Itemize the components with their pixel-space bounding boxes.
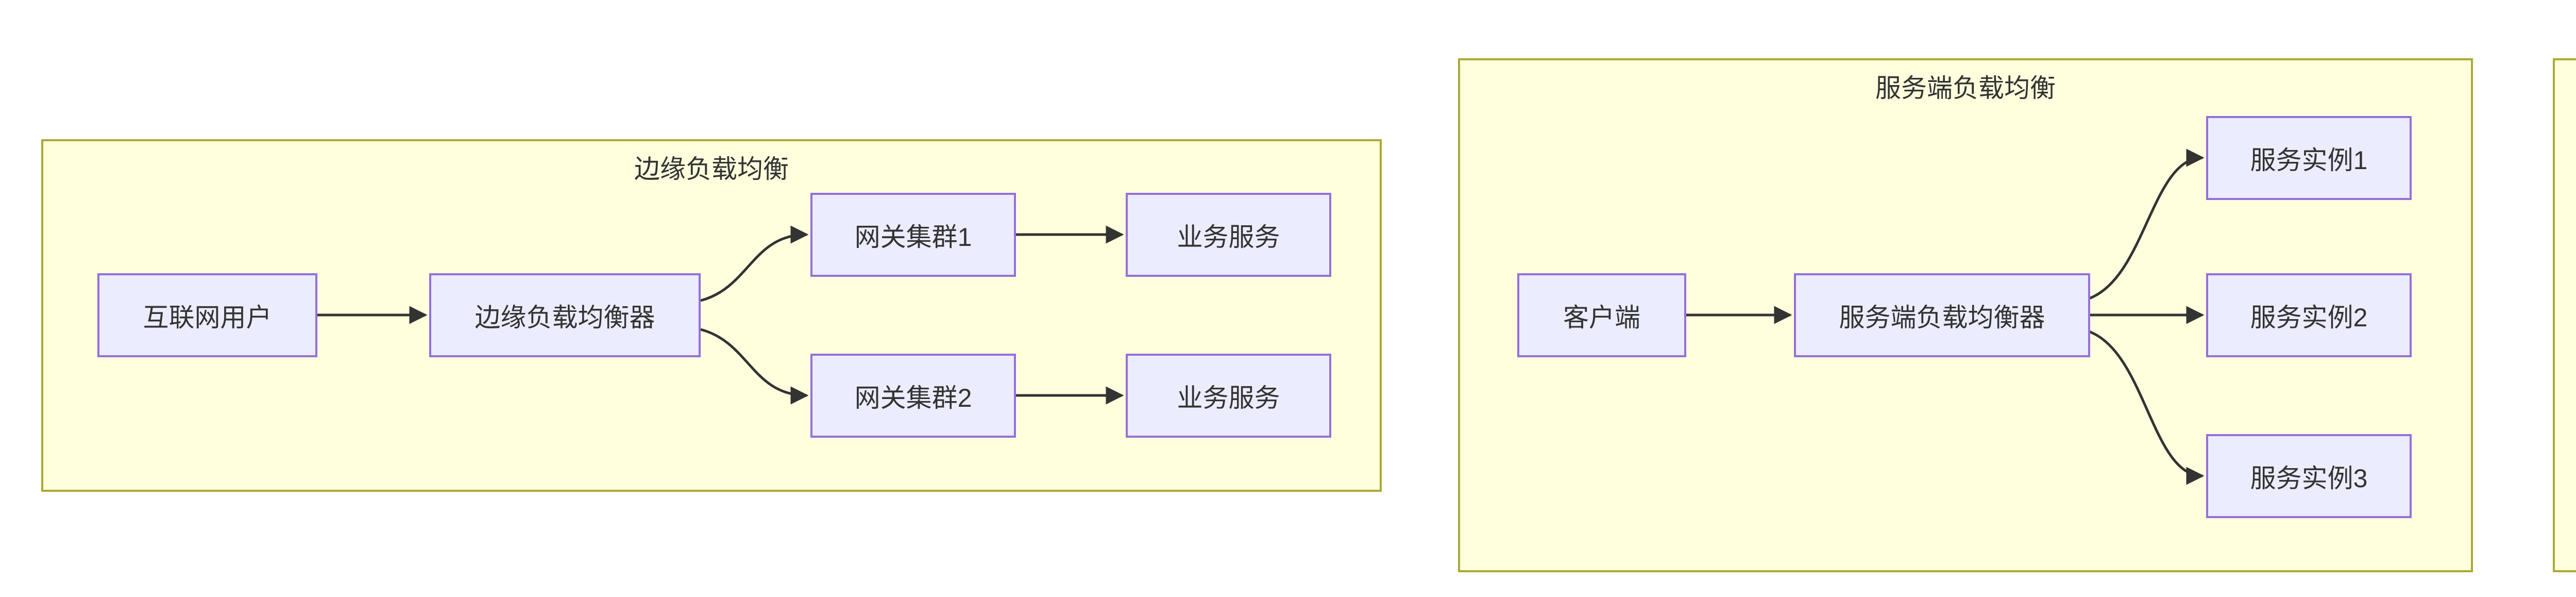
panel-client-side-load-balancing: 客户端负载均衡 (2553, 58, 2576, 572)
panel-title-server-side-load-balancing: 服务端负载均衡 (1875, 74, 2056, 103)
node-business-service-bottom: 业务服务 (1126, 354, 1331, 438)
node-gateway-cluster-2: 网关集群2 (810, 354, 1016, 438)
panel-title-client-side-load-balancing: 客户端负载均衡 (2555, 68, 2576, 105)
node-service-instance-3-server-side: 服务实例3 (2206, 434, 2412, 518)
panel-title-edge-load-balancing: 边缘负载均衡 (634, 155, 789, 184)
node-server-side-load-balancer: 服务端负载均衡器 (1794, 273, 2090, 357)
node-edge-load-balancer: 边缘负载均衡器 (429, 273, 701, 357)
node-service-instance-1-server-side: 服务实例1 (2206, 116, 2412, 200)
node-client-server-side: 客户端 (1517, 273, 1686, 357)
node-gateway-cluster-1: 网关集群1 (810, 193, 1016, 277)
node-business-service-top: 业务服务 (1126, 193, 1331, 277)
node-service-instance-2-server-side: 服务实例2 (2206, 273, 2412, 357)
node-internet-user: 互联网用户 (97, 273, 317, 357)
